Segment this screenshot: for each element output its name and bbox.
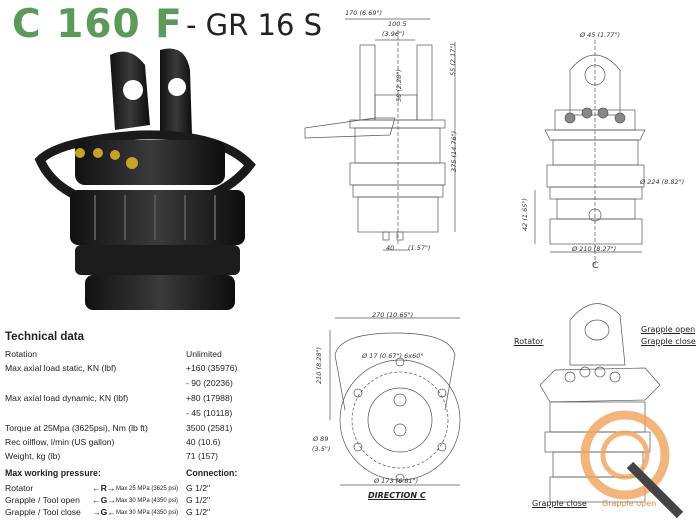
td-value: Unlimited [186,349,222,359]
bottom-height-label: 210 (8.28") [315,346,323,384]
pressure-value: Max 30 MPa (4350 psi) [116,498,179,504]
side-pin-height-label: 58 (2.28") [395,69,403,102]
connection-heading: Connection: [186,468,238,478]
iso-grapple-close-bottom-label: Grapple close [532,499,587,508]
pressure-symbol-icon: →G← [92,507,116,517]
bottom-inner-diameter-label: Ø 89 [313,435,329,443]
pressure-value: Max 25 MPa (3625 psi) [116,486,179,492]
front-body-diameter-label: Ø 224 (8.82") [640,178,685,186]
product-photo [34,48,256,310]
td-value: - 45 (10118) [186,408,233,418]
td-value: 40 (10.6) [186,437,221,447]
side-port-spacing-in-label: (1.57") [408,244,431,252]
front-flange-height-label: 42 (1.65") [521,198,529,231]
bottom-view-drawing [329,317,461,486]
product-model: C 160 F [12,2,183,47]
td-value: +160 (35976) [186,363,238,373]
direction-marker: C [592,261,599,271]
td-label: Max axial load static, KN (lbf) [5,363,117,373]
direction-c-caption: DIRECTION C [368,491,426,500]
side-top-height-label: 55 (2.17") [449,43,457,76]
td-label: Weight, kg (lb) [5,451,61,461]
technical-data-heading: Technical data [5,331,85,343]
td-label: Rotation [5,349,38,359]
connection-value: G 1/2" [186,495,211,505]
pressure-symbol-icon: ←G→ [92,495,116,505]
connection-value: G 1/2" [186,483,211,493]
td-value: 3500 (2581) [186,423,233,433]
iso-grapple-close-top-label: Grapple close [641,337,696,346]
connection-value: G 1/2" [186,507,211,517]
pressure-label: Grapple / Tool open [5,495,80,505]
bottom-width-label: 270 (10.65") [372,311,414,319]
side-width-label: 170 (6.69") [345,9,383,17]
iso-grapple-open-top-label: Grapple open [641,325,696,334]
front-view-drawing [534,40,646,265]
side-total-height-label: 375 (14.76") [450,130,458,172]
side-inner-width-label: 100.5 [388,20,407,28]
td-value: +80 (17988) [186,393,233,403]
front-pin-diameter-label: Ø 45 (1.77") [580,31,621,39]
td-value: 71 (157) [186,451,219,461]
td-label: Torque at 25Mpa (3625psi), Nm (lb ft) [5,423,148,433]
front-flange-diameter-label: Ø 210 (8.27") [572,245,617,253]
pressure-value: Max 30 MPa (4350 psi) [116,510,179,516]
bottom-holes-label: Ø 17 (0.67") 6x60° [362,352,424,360]
pressure-label: Rotator [5,483,34,493]
side-port-spacing-label: 40 [386,244,395,252]
pressure-heading: Max working pressure: [5,468,101,478]
pressure-label: Grapple / Tool close [5,507,81,517]
bottom-inner-diameter-in-label: (3.5") [312,445,331,453]
td-value: - 90 (20236) [186,378,233,388]
side-view-drawing [304,18,456,251]
bottom-bolt-circle-label: Ø 173 (6.81") [374,477,419,485]
td-label: Rec oilflow, l/min (US gallon) [5,437,115,447]
iso-view-drawing [539,303,684,519]
side-inner-width-in-label: (3.96") [382,30,405,38]
iso-rotator-label: Rotator [514,337,544,346]
product-variant: - GR 16 S [186,8,323,42]
pressure-symbol-icon: ←R→ [92,483,116,493]
td-label: Max axial load dynamic, KN (lbf) [5,393,129,403]
iso-grapple-open-bottom-label: Grapple open [602,499,657,508]
